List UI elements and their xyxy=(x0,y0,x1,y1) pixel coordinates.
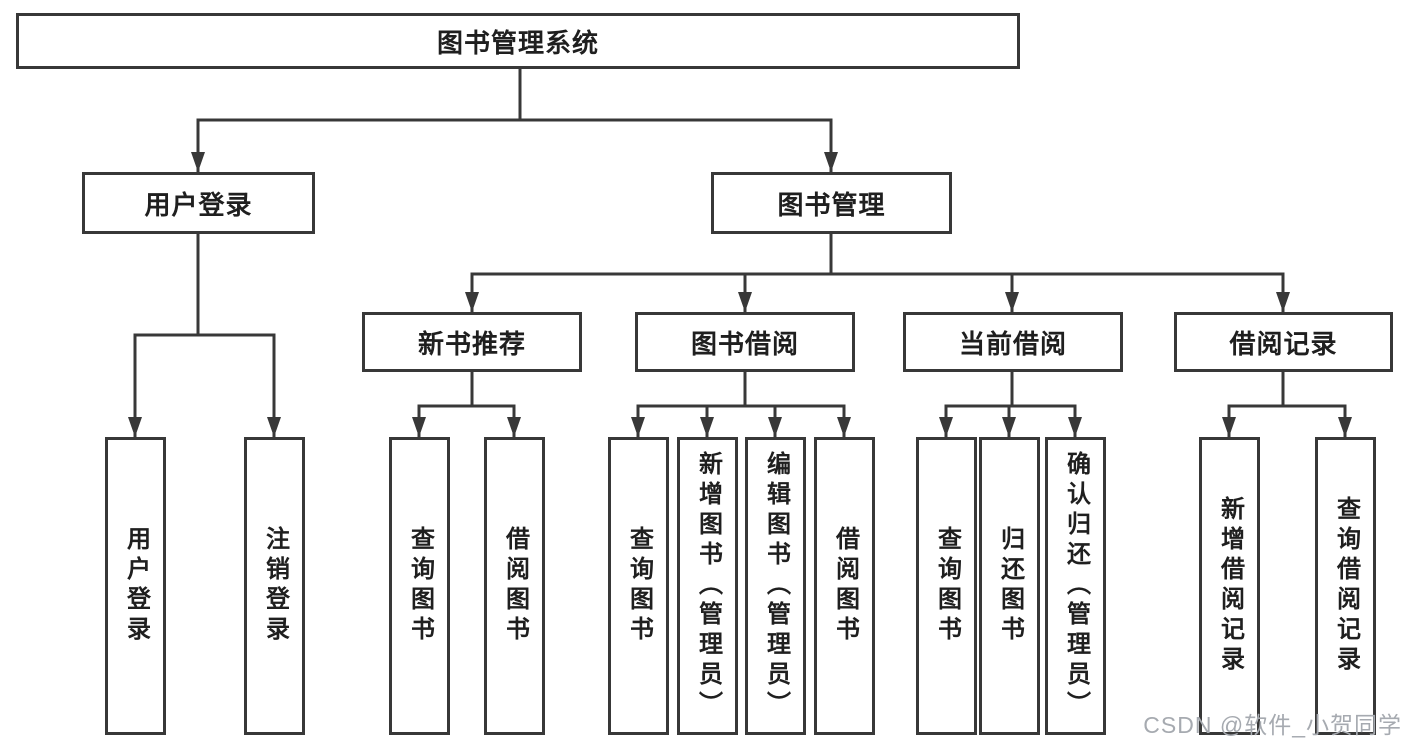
node-user-login: 用户登录 xyxy=(82,172,315,234)
leaf-query-books-current-label: 查询图书 xyxy=(933,526,961,646)
node-new-book-recommend-label: 新书推荐 xyxy=(417,328,526,359)
leaf-add-borrow-record: 新增借阅记录 xyxy=(1199,437,1260,735)
leaf-query-books-current: 查询图书 xyxy=(916,437,977,735)
leaf-user-login: 用户登录 xyxy=(105,437,166,735)
leaf-query-books-borrowing: 查询图书 xyxy=(608,437,669,735)
leaf-borrow-books-borrowing: 借阅图书 xyxy=(814,437,875,735)
node-root-label: 图书管理系统 xyxy=(436,27,599,58)
node-borrowing-records: 借阅记录 xyxy=(1174,312,1393,372)
node-user-login-label: 用户登录 xyxy=(144,189,253,220)
node-book-borrowing-label: 图书借阅 xyxy=(690,328,799,359)
leaf-query-books-borrowing-label: 查询图书 xyxy=(625,526,653,646)
leaf-add-book-admin: 新增图书（管理员） xyxy=(677,437,738,735)
leaf-borrow-books-recommend: 借阅图书 xyxy=(484,437,545,735)
leaf-query-borrow-record-label: 查询借阅记录 xyxy=(1332,496,1360,676)
watermark-text: CSDN @软件_小贺同学 xyxy=(1143,712,1402,738)
leaf-borrow-books-recommend-label: 借阅图书 xyxy=(501,526,529,646)
node-borrowing-records-label: 借阅记录 xyxy=(1229,328,1338,359)
leaf-add-book-admin-label: 新增图书（管理员） xyxy=(694,451,722,721)
node-current-borrowing-label: 当前借阅 xyxy=(958,328,1067,359)
leaf-edit-book-admin-label: 编辑图书（管理员） xyxy=(762,451,790,721)
node-new-book-recommend: 新书推荐 xyxy=(362,312,582,372)
node-book-borrowing: 图书借阅 xyxy=(635,312,855,372)
node-book-management-label: 图书管理 xyxy=(777,189,886,220)
leaf-confirm-return-admin: 确认归还（管理员） xyxy=(1045,437,1106,735)
leaf-query-books-recommend-label: 查询图书 xyxy=(406,526,434,646)
leaf-user-login-label: 用户登录 xyxy=(122,526,150,646)
leaf-borrow-books-borrowing-label: 借阅图书 xyxy=(831,526,859,646)
leaf-logout: 注销登录 xyxy=(244,437,305,735)
leaf-return-books: 归还图书 xyxy=(979,437,1040,735)
leaf-return-books-label: 归还图书 xyxy=(996,526,1024,646)
node-root: 图书管理系统 xyxy=(16,13,1020,69)
leaf-confirm-return-admin-label: 确认归还（管理员） xyxy=(1062,451,1090,721)
leaf-query-borrow-record: 查询借阅记录 xyxy=(1315,437,1376,735)
node-current-borrowing: 当前借阅 xyxy=(903,312,1123,372)
leaf-edit-book-admin: 编辑图书（管理员） xyxy=(745,437,806,735)
leaf-logout-label: 注销登录 xyxy=(261,526,289,646)
leaf-add-borrow-record-label: 新增借阅记录 xyxy=(1216,496,1244,676)
leaf-query-books-recommend: 查询图书 xyxy=(389,437,450,735)
node-book-management: 图书管理 xyxy=(711,172,952,234)
